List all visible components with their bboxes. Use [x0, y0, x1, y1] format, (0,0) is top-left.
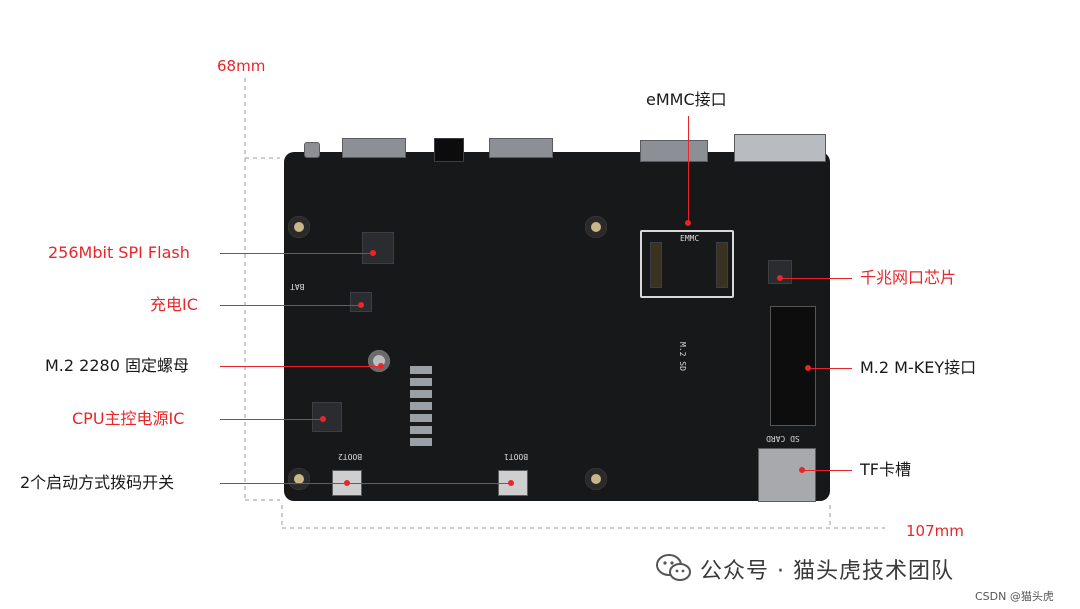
label-tf-slot: TF卡槽: [860, 460, 911, 479]
marker-charge-ic: [358, 302, 364, 308]
usb-port: [489, 138, 553, 158]
marker-tf-slot: [799, 467, 805, 473]
label-m2-mkey: M.2 M-KEY接口: [860, 358, 977, 377]
wechat-icon: [656, 554, 691, 581]
leader-charge-ic: [220, 305, 360, 306]
marker-boot1: [508, 480, 514, 486]
boot1-silkscreen: BOOT1: [504, 452, 529, 461]
label-m2-nut: M.2 2280 固定螺母: [45, 356, 189, 375]
label-cpu-power-ic: CPU主控电源IC: [72, 409, 185, 428]
mount-hole: [288, 216, 310, 238]
label-gigabit-phy: 千兆网口芯片: [860, 268, 957, 287]
bat-silkscreen: BAT: [290, 282, 305, 291]
label-emmc: eMMC接口: [646, 90, 727, 109]
mount-hole: [288, 468, 310, 490]
marker-spi-flash: [370, 250, 376, 256]
leader-m2-nut: [220, 366, 380, 367]
marker-m2-nut: [378, 363, 384, 369]
marker-m2-mkey: [805, 365, 811, 371]
csdn-credit: CSDN @猫头虎: [975, 590, 1054, 603]
leader-cpu-power-ic: [220, 419, 322, 420]
usb-port: [342, 138, 406, 158]
mount-hole: [585, 216, 607, 238]
cpu-power-ic-chip: [312, 402, 342, 432]
emmc-connector-right: [716, 242, 728, 288]
width-dimension-label: 107mm: [906, 522, 964, 540]
marker-emmc: [685, 220, 691, 226]
leader-boot-switch: [220, 483, 512, 484]
emmc-connector-left: [650, 242, 662, 288]
spi-flash-chip: [362, 232, 394, 264]
watermark-text: 公众号 · 猫头虎技术团队: [700, 559, 954, 584]
audio-jack: [434, 138, 464, 162]
mount-hole: [585, 468, 607, 490]
leader-spi-flash: [220, 253, 372, 254]
pcb-board: EMMC M.2 SD SD CARD BOOT2 BOOT1 BAT: [284, 134, 830, 502]
label-charge-ic: 充电IC: [150, 295, 198, 314]
inductor-array: [410, 366, 432, 446]
emmc-outline: [640, 230, 734, 298]
marker-boot2: [344, 480, 350, 486]
marker-gigabit-phy: [777, 275, 783, 281]
leader-emmc: [688, 116, 689, 222]
m2-sd-silkscreen: M.2 SD: [678, 342, 687, 371]
power-connector: [304, 142, 320, 158]
boot2-silkscreen: BOOT2: [338, 452, 363, 461]
hdmi-port: [640, 140, 708, 162]
height-dimension-label: 68mm: [217, 57, 266, 75]
sd-card-silkscreen: SD CARD: [766, 434, 800, 443]
emmc-silkscreen: EMMC: [680, 234, 700, 243]
tf-card-slot: [758, 448, 816, 502]
marker-cpu-power-ic: [320, 416, 326, 422]
label-spi-flash: 256Mbit SPI Flash: [48, 243, 190, 262]
leader-tf-slot: [802, 470, 852, 471]
leader-gigabit-phy: [780, 278, 852, 279]
ethernet-port: [734, 134, 826, 162]
label-boot-switch: 2个启动方式拨码开关: [20, 473, 175, 492]
leader-m2-mkey: [808, 368, 852, 369]
